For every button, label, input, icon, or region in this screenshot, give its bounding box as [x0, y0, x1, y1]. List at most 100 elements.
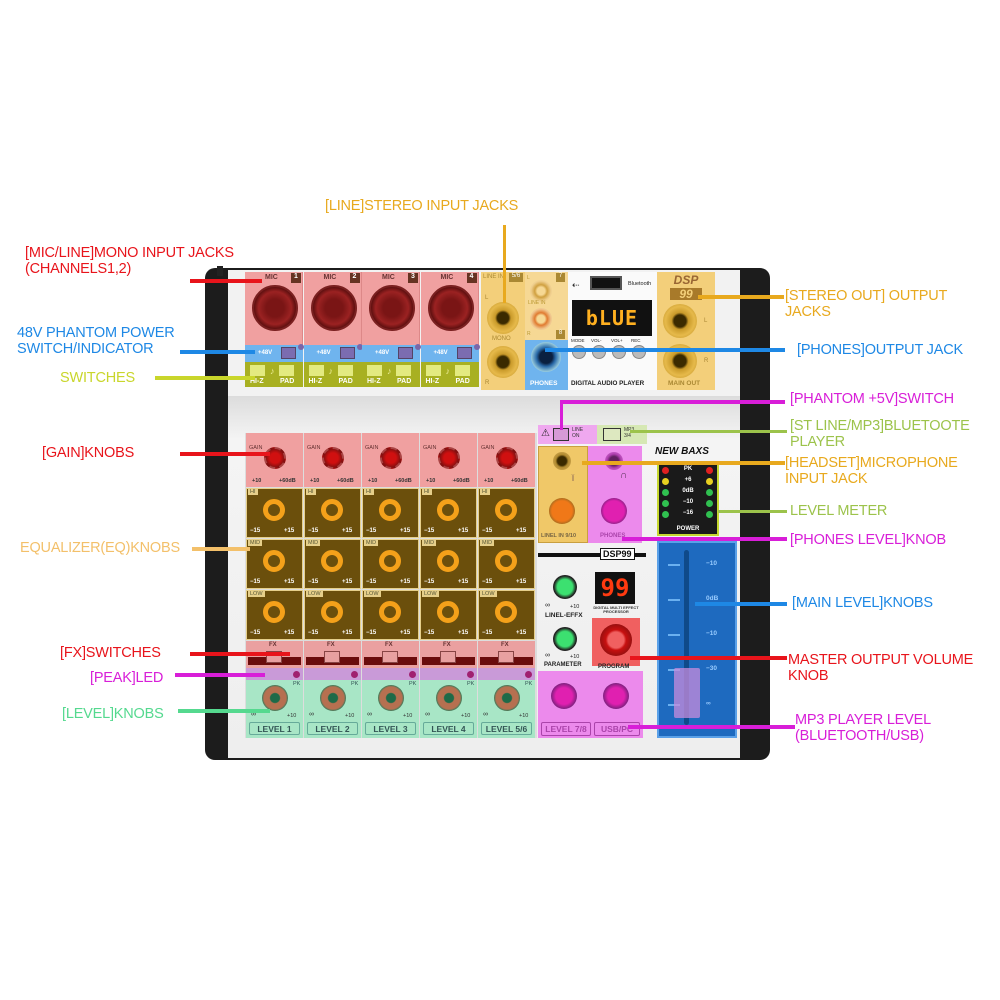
level-knob[interactable]: [378, 685, 404, 711]
hiz-switch[interactable]: [425, 365, 441, 376]
fx-switch[interactable]: [382, 651, 398, 663]
eq-band-label: HI: [364, 489, 374, 495]
eq-knob-low[interactable]: [379, 601, 401, 623]
line910-knob[interactable]: [549, 498, 575, 524]
hiz-switch[interactable]: [250, 365, 265, 376]
level-knob[interactable]: [320, 685, 346, 711]
peak-strip: [420, 668, 477, 680]
pk-label: PK: [525, 681, 533, 687]
mp3-switch[interactable]: [603, 428, 621, 441]
mono-label: MONO: [492, 336, 511, 342]
leader-line: [718, 510, 787, 513]
gain-max: +60dB: [395, 478, 412, 484]
level-knob[interactable]: [494, 685, 520, 711]
linel-effx-knob[interactable]: [553, 575, 577, 599]
program-knob[interactable]: [600, 624, 632, 656]
phones-knob-label: PHONES: [600, 533, 626, 539]
gain-knob[interactable]: [496, 447, 518, 469]
phones-level-knob[interactable]: [601, 498, 627, 524]
line-input-jack-r[interactable]: [487, 346, 519, 378]
phantom-switch[interactable]: [339, 347, 355, 359]
meter-led: [662, 467, 669, 474]
xlr-combo-jack[interactable]: [369, 285, 415, 331]
eq-knob-hi[interactable]: [321, 499, 343, 521]
pad-switch[interactable]: [454, 365, 470, 376]
pad-switch[interactable]: [279, 365, 294, 376]
meter-led: [706, 500, 713, 507]
xlr-combo-jack[interactable]: [427, 285, 474, 331]
meter-led: [706, 511, 713, 518]
eq-min: −15: [366, 528, 377, 534]
level-knob[interactable]: [262, 685, 288, 711]
eq-band-label: MID: [306, 540, 321, 546]
eq-min: −15: [424, 528, 435, 534]
gain-knob[interactable]: [438, 447, 460, 469]
peak-led: [409, 671, 416, 678]
knob-max-1: +10: [570, 604, 580, 610]
eq-knob-low[interactable]: [495, 601, 517, 623]
eq-min: −15: [308, 579, 319, 585]
eq-min: −15: [250, 528, 261, 534]
eq-knob-hi[interactable]: [437, 499, 459, 521]
eq-band-label: MID: [480, 540, 495, 546]
eq-min: −15: [482, 579, 493, 585]
pad-switch[interactable]: [337, 365, 353, 376]
guitar-icon: ♪: [270, 366, 275, 376]
eq-knob-hi[interactable]: [495, 499, 517, 521]
gain-knob[interactable]: [322, 447, 344, 469]
eq-band-label: HI: [422, 489, 432, 495]
gain-max: +60dB: [337, 478, 354, 484]
hiz-switch[interactable]: [367, 365, 382, 376]
bluetooth-label: Bluetooth: [628, 281, 652, 287]
phantom-switch[interactable]: [398, 347, 413, 359]
eq-knob-mid[interactable]: [379, 550, 401, 572]
usb-port[interactable]: [590, 276, 622, 290]
eq-knob-mid[interactable]: [437, 550, 459, 572]
phones-output-jack[interactable]: [531, 342, 561, 372]
eq-knob-mid[interactable]: [321, 550, 343, 572]
eq-knob-low[interactable]: [263, 601, 285, 623]
eq-knob-low[interactable]: [437, 601, 459, 623]
main-level-fader[interactable]: [674, 668, 700, 718]
gain-knob[interactable]: [380, 447, 402, 469]
level78-knob[interactable]: [551, 683, 577, 709]
pad-switch[interactable]: [396, 365, 411, 376]
callout-headset-mic-jack: [HEADSET]MICROPHONE INPUT JACK: [785, 455, 958, 487]
fx-caption: DIGITAL MULTI EFFECT PROCESSOR: [593, 605, 639, 614]
hiz-switch[interactable]: [308, 365, 324, 376]
eq-panel: [362, 488, 419, 538]
callout-mp3-player-level: MP3 PLAYER LEVEL (BLUETOOTH/USB): [795, 712, 931, 744]
line-input-jack-l[interactable]: [487, 302, 519, 334]
phantom-switch[interactable]: [281, 347, 296, 359]
parameter-knob[interactable]: [553, 627, 577, 651]
phantom-switch[interactable]: [456, 347, 472, 359]
meter-label: +6: [684, 477, 692, 483]
player-button-label: VOL-: [591, 338, 602, 343]
eq-knob-hi[interactable]: [379, 499, 401, 521]
fader-slot: [684, 550, 689, 725]
eq-knob-low[interactable]: [321, 601, 343, 623]
headset-mic-jack[interactable]: [553, 452, 571, 470]
fx-switch[interactable]: [324, 651, 340, 663]
xlr-combo-jack[interactable]: [252, 285, 298, 331]
fader-tick: [668, 634, 680, 636]
xlr-combo-jack[interactable]: [310, 285, 357, 331]
fx-switch[interactable]: [440, 651, 456, 663]
eq-min: −15: [308, 630, 319, 636]
level-knob[interactable]: [436, 685, 462, 711]
gain-knob[interactable]: [264, 447, 286, 469]
fx-switch[interactable]: [498, 651, 514, 663]
eq-band-label: MID: [248, 540, 263, 546]
pk-label: PK: [293, 681, 301, 687]
eq-knob-mid[interactable]: [263, 550, 285, 572]
fx-program-display: 99: [595, 572, 635, 604]
rca-jack-r[interactable]: [530, 308, 552, 330]
eq-knob-mid[interactable]: [495, 550, 517, 572]
usb-pc-knob[interactable]: [603, 683, 629, 709]
rca-jack-l[interactable]: [530, 280, 552, 302]
leader-line: [695, 602, 787, 606]
leader-line: [698, 295, 784, 299]
eq-knob-hi[interactable]: [263, 499, 285, 521]
level-max: +10: [345, 713, 355, 719]
main-out-jack-l[interactable]: [663, 304, 697, 338]
